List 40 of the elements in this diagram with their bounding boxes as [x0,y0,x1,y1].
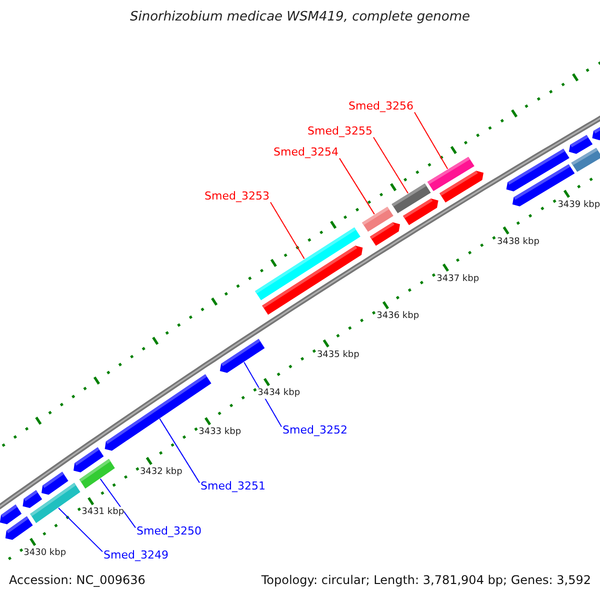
scale-label: 3435 kbp [316,349,360,360]
gene-block [220,338,265,373]
gene-block [403,198,438,226]
gene-label: Smed_3251 [200,480,266,494]
gene-label: Smed_3249 [104,550,168,562]
scale-label: 3433 kbp [198,427,242,438]
scale-label: 3437 kbp [436,274,480,284]
accession-text: Accession: NC_009636 [9,574,146,588]
genome-summary-text: Topology: circular; Length: 3,781,904 bp; Genes: 3,592 [261,574,591,588]
leader-line [414,112,448,170]
gene-label: Smed_3256 [348,100,414,114]
scale-label: 3432 kbp [140,466,182,478]
gene-block [440,170,484,202]
scale-label: 3438 kbp [497,236,540,247]
scale-label: 3431 kbp [82,507,124,518]
gene-block [592,126,600,140]
gene-label: Smed_3253 [204,190,270,204]
gene-block [362,206,394,232]
scale-label: 3434 kbp [258,388,300,398]
gene-block [255,227,360,300]
gene-block [79,458,115,489]
gene-block [506,148,570,192]
leader-line [159,418,200,484]
gene-block [568,135,593,154]
leader-line [270,202,305,260]
scale-label: 3436 kbp [376,311,420,322]
gene-block [0,504,22,524]
gene-label: Smed_3254 [274,146,338,160]
title: Sinorhizobium medicae WSM419, complete genome [130,10,470,26]
leader-line [373,136,408,194]
gene-block [22,490,42,508]
scale-label: 3439 kbp [558,200,600,210]
gene-block [42,472,68,495]
gene-label: Smed_3255 [308,126,372,138]
gene-label: Smed_3250 [136,526,202,538]
gene-label: Smed_3252 [282,424,348,438]
leader-line [58,508,103,552]
leader-line [100,478,136,528]
gene-block [571,148,600,172]
scale-label: 3430 kbp [24,548,66,558]
